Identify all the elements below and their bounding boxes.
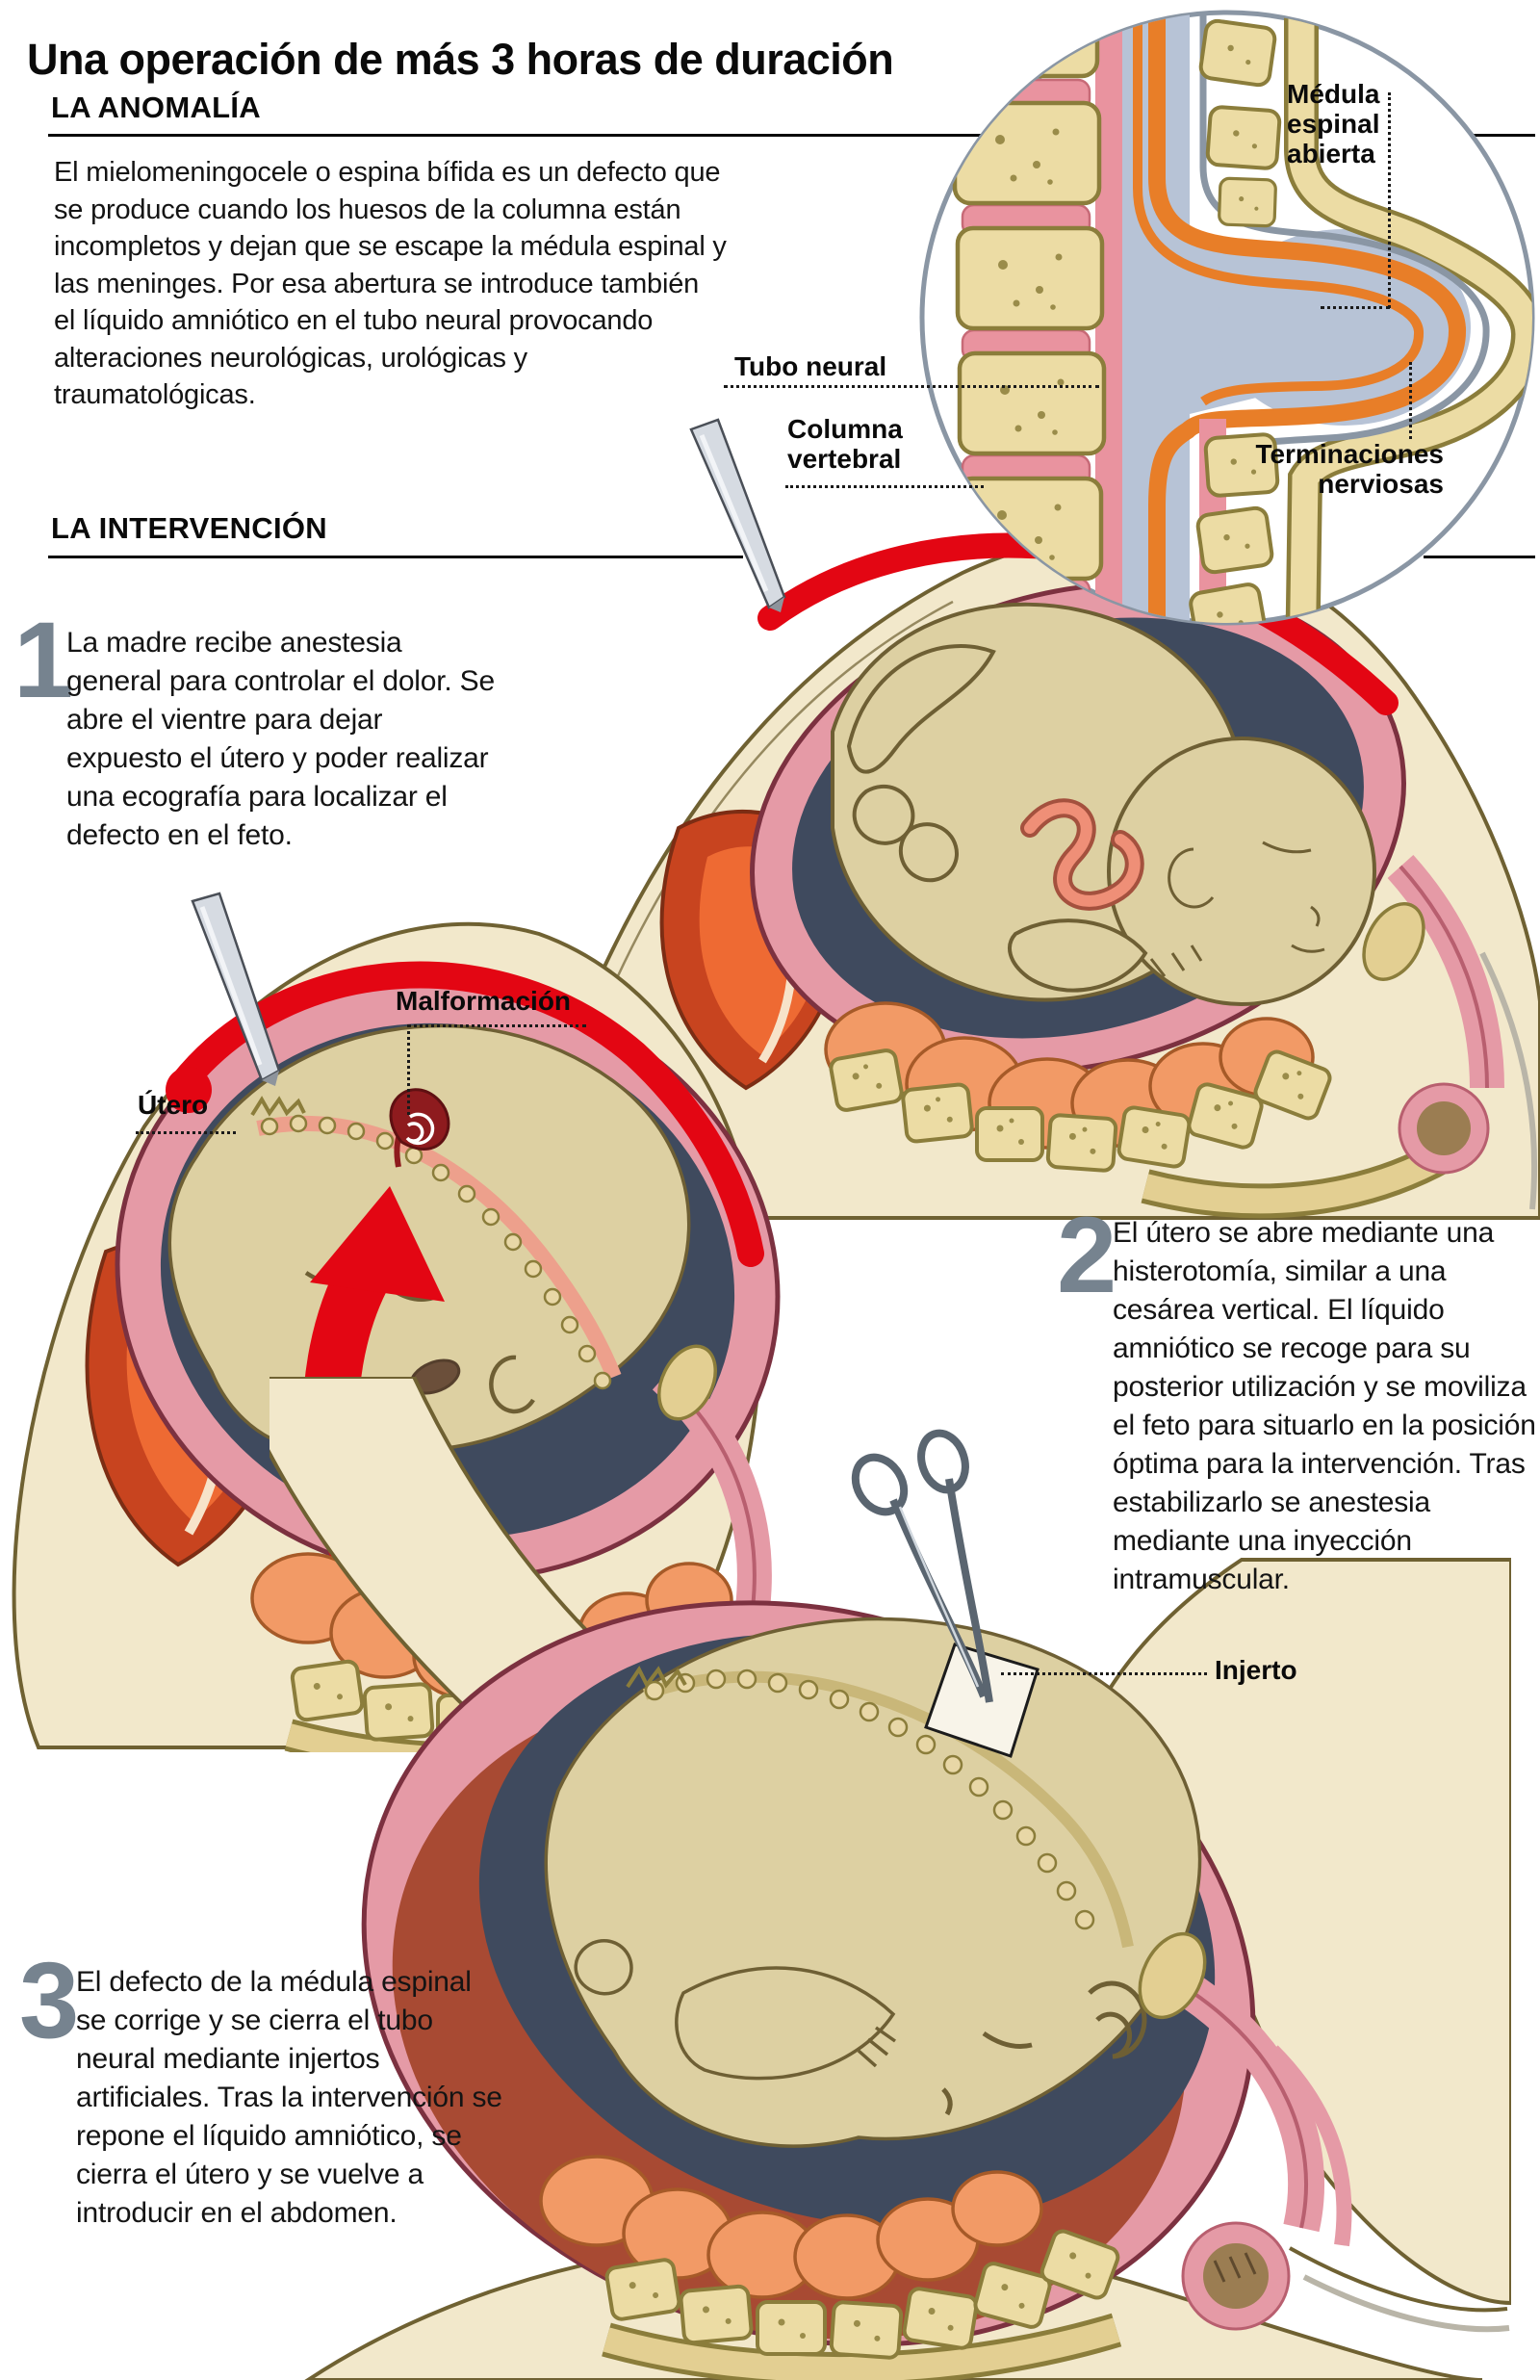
birth-canal [1362, 854, 1538, 1210]
intestines [539, 2155, 1043, 2300]
label-injerto: Injerto [1215, 1655, 1297, 1685]
label-columna-vertebral: Columna vertebral [787, 414, 903, 474]
anomalia-heading-rule [48, 134, 1535, 137]
spina-bifida-detail-circle [919, 10, 1535, 626]
step1-number: 1 [13, 600, 74, 720]
label-utero: Útero [138, 1090, 209, 1120]
umbilical-cord [1020, 798, 1144, 911]
fetus-repositioned [167, 1023, 691, 1454]
fetus-back-up [544, 1617, 1202, 2148]
leader-terminaciones [1409, 362, 1412, 439]
vertebral-column [953, 13, 1122, 623]
leader-utero [136, 1131, 236, 1134]
step2-text: El útero se abre mediante una histerotom… [1113, 1217, 1536, 1595]
intervencion-heading-rule-right [1424, 556, 1535, 558]
leader-injerto [1001, 1672, 1207, 1675]
leader-tubo-neural [724, 385, 1099, 388]
leader-columna-vertebral [785, 485, 984, 488]
step3-number: 3 [19, 1940, 80, 2060]
fetal-spine [256, 1115, 622, 1380]
skin-fold [1284, 13, 1532, 623]
fetus-eye [1262, 841, 1312, 854]
leader-malformacion-horizontal [407, 1024, 586, 1027]
posterior-vertebrae [1187, 17, 1283, 623]
step3-graft-illustration [270, 1377, 1511, 2380]
malformation-defect [389, 1088, 450, 1168]
step2-number: 2 [1057, 1195, 1117, 1315]
label-malformacion: Malformación [396, 986, 572, 1016]
leader-malformacion-vertical [407, 1024, 410, 1115]
page-title: Una operación de más 3 horas de duración [27, 35, 894, 85]
anomalia-body: El mielomeningocele o espina bífida es u… [54, 157, 727, 410]
birth-canal [1138, 1931, 1510, 2333]
scalpel-icon [191, 892, 281, 1086]
leader-medula-vertical [1388, 92, 1391, 308]
label-terminaciones-nerviosas: Terminaciones nerviosas [1255, 439, 1444, 499]
maternal-spine [602, 2226, 1123, 2380]
nerve-fibers [1133, 13, 1467, 623]
fetal-spine-frill [250, 1096, 306, 1117]
step1-text: La madre recibe anestesia general para c… [66, 627, 495, 851]
fetus-ear [1088, 1980, 1147, 2059]
intervencion-heading-rule [48, 556, 743, 558]
maternal-spine [827, 1047, 1452, 1219]
label-tubo-neural: Tubo neural [734, 351, 887, 381]
step1-fetus-in-uterus-illustration [578, 418, 1540, 1220]
scalpel-icon [689, 418, 786, 612]
hysterotomy-incision [166, 961, 764, 1267]
anomalia-heading: LA ANOMALÍA [51, 91, 261, 124]
forceps-icon [851, 1429, 993, 1703]
label-medula-espinal-abierta: Médula espinal abierta [1287, 79, 1380, 168]
leader-medula-horizontal [1321, 306, 1390, 309]
fetus-curled [831, 602, 1376, 1006]
step3-text: El defecto de la médula espinal se corri… [76, 1966, 502, 2229]
intervencion-heading: LA INTERVENCIÓN [51, 511, 327, 545]
